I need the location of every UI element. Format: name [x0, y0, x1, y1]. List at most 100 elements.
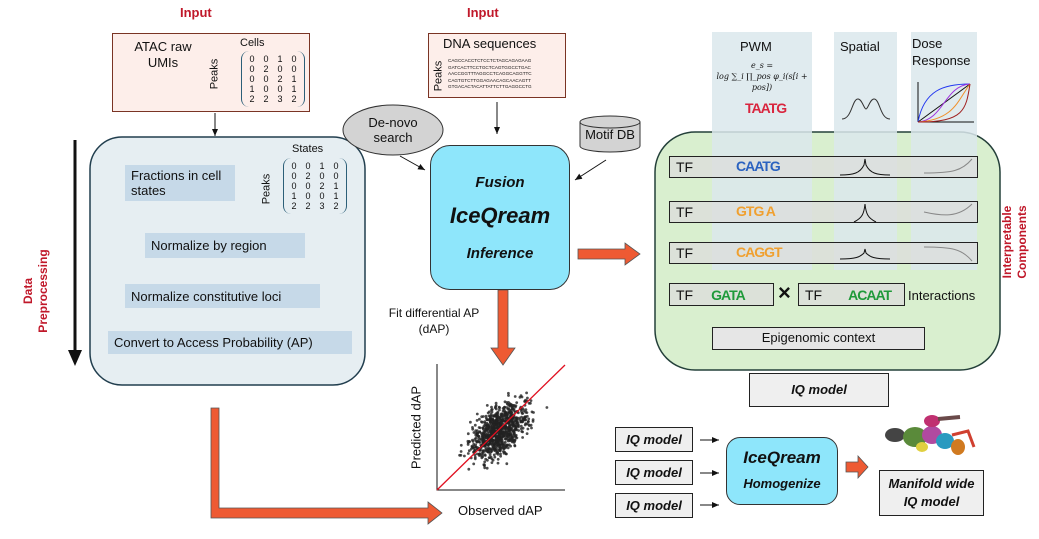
- scatter-point: [467, 449, 471, 453]
- scatter-point: [485, 404, 489, 407]
- scatter-point: [519, 427, 523, 431]
- scatter-point: [489, 455, 493, 459]
- peaks-label-states: Peaks: [260, 173, 273, 205]
- matrix-cell: 1: [333, 181, 339, 191]
- scatter-point: [483, 466, 487, 470]
- dna-sequence: GTGACACTACATTATTCTTGAGGCCTG: [448, 84, 532, 89]
- scatter-point: [513, 444, 517, 448]
- scatter-point: [490, 408, 493, 412]
- scatter-point: [489, 448, 492, 451]
- scatter-point: [475, 419, 479, 422]
- scatter-point: [531, 420, 535, 423]
- scatter-point: [481, 439, 485, 443]
- dna-sequence: AACCGGTTTAGGCCTCAGGCAGGTTC: [448, 71, 532, 76]
- scatter-point: [469, 420, 472, 424]
- scatter-point: [503, 437, 507, 441]
- matrix-cell: 0: [291, 171, 297, 181]
- iq-model-input-2: IQ model: [615, 460, 693, 485]
- dna-sequence: CAGCCACCTCTCCTCTAGCAGAGAAG: [448, 58, 532, 63]
- scatter-point: [477, 434, 480, 438]
- motif-logo: GTG A: [736, 203, 776, 219]
- matrix-cell: 0: [249, 54, 255, 64]
- scatter-point: [469, 447, 473, 451]
- scatter-point: [508, 410, 512, 414]
- interaction-times: ×: [778, 280, 791, 305]
- scatter-point: [513, 419, 517, 423]
- scatter-point: [501, 430, 505, 434]
- matrix-cell: 1: [291, 74, 297, 84]
- scatter-point: [507, 412, 510, 416]
- scatter-point: [481, 449, 485, 453]
- scatter-point: [491, 445, 495, 449]
- scatter-point: [515, 416, 518, 419]
- motif-logo: GATA: [711, 286, 746, 303]
- matrix-cell: 0: [263, 84, 269, 94]
- scatter-point: [488, 453, 492, 457]
- matrix-cell: 0: [291, 64, 297, 74]
- matrix-cell: 2: [249, 94, 255, 104]
- matrix-cell: 2: [305, 171, 311, 181]
- scatter-point: [511, 437, 514, 440]
- scatter-point: [506, 446, 510, 450]
- homogenize-label: Homogenize: [743, 476, 821, 491]
- scatter-point: [493, 455, 497, 459]
- scatter-point: [488, 420, 492, 424]
- dose-curve-icon: [923, 158, 973, 174]
- scatter-point: [483, 460, 487, 464]
- scatter-point: [484, 457, 488, 461]
- scatter-point: [526, 420, 530, 424]
- scatter-point: [523, 400, 526, 403]
- scatter-point: [487, 443, 490, 447]
- scatter-point: [506, 435, 510, 439]
- scatter-point: [483, 430, 486, 434]
- scatter-point: [505, 452, 508, 456]
- matrix-cell: 0: [319, 171, 325, 181]
- scatter-point: [530, 426, 533, 430]
- scatter-point: [519, 420, 523, 424]
- dose-curve-icon: [923, 203, 973, 216]
- matrix-cell: 1: [277, 54, 283, 64]
- motif-logo: CAATG: [736, 158, 781, 174]
- matrix-cell: 0: [333, 171, 339, 181]
- scatter-point: [481, 436, 485, 440]
- scatter-point: [466, 452, 470, 455]
- scatter-point: [485, 466, 489, 470]
- scatter-point: [515, 401, 519, 404]
- scatter-point: [515, 421, 519, 425]
- tf-label: TF: [805, 286, 823, 303]
- iq-model-input-1: IQ model: [615, 427, 693, 452]
- matrix-cell: 0: [249, 74, 255, 84]
- matrix-cell: 0: [291, 54, 297, 64]
- scatter-point: [494, 426, 498, 430]
- scatter-point: [494, 439, 498, 443]
- scatter-point: [474, 439, 478, 443]
- scatter-point: [496, 457, 500, 461]
- scatter-point: [480, 420, 483, 424]
- matrix-cell: 0: [305, 161, 311, 171]
- matrix-cell: 2: [333, 201, 339, 211]
- scatter-point: [517, 429, 520, 432]
- scatter-point: [478, 441, 482, 444]
- scatter-point: [506, 416, 510, 420]
- scatter-point: [459, 453, 463, 457]
- scatter-point: [489, 428, 493, 431]
- iq-model-box: IQ model: [749, 373, 889, 407]
- scatter-point: [500, 437, 504, 440]
- atac-label: ATAC raw UMIs: [134, 39, 192, 70]
- matrix-cell: 3: [319, 201, 325, 211]
- matrix-cell: 0: [291, 181, 297, 191]
- scatter-plot: [436, 364, 566, 491]
- matrix-cell: 1: [291, 191, 297, 201]
- scatter-point: [521, 407, 525, 410]
- matrix-cell: 0: [277, 84, 283, 94]
- scatter-point: [498, 434, 502, 438]
- iceqream-label: IceQream: [743, 448, 821, 467]
- scatter-ylabel: Predicted dAP: [408, 385, 424, 470]
- scatter-point: [485, 433, 489, 437]
- scatter-point: [476, 431, 480, 435]
- scatter-point: [466, 443, 470, 446]
